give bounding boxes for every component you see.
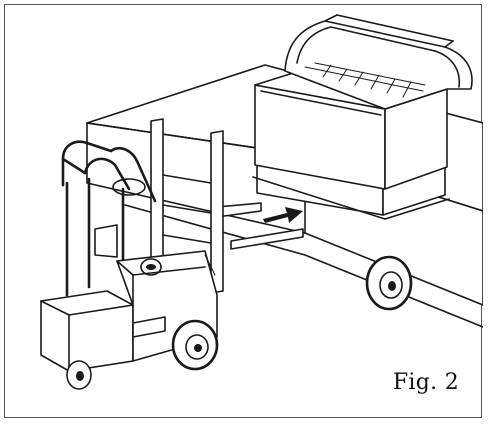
forklift-icon — [40, 118, 304, 390]
forklift-loading-illustration — [40, 14, 483, 390]
figure-frame: Fig. 2 — [4, 4, 483, 418]
display-case-icon — [252, 14, 473, 220]
figure-caption: Fig. 2 — [392, 370, 459, 395]
arrow-right-icon — [263, 207, 303, 223]
